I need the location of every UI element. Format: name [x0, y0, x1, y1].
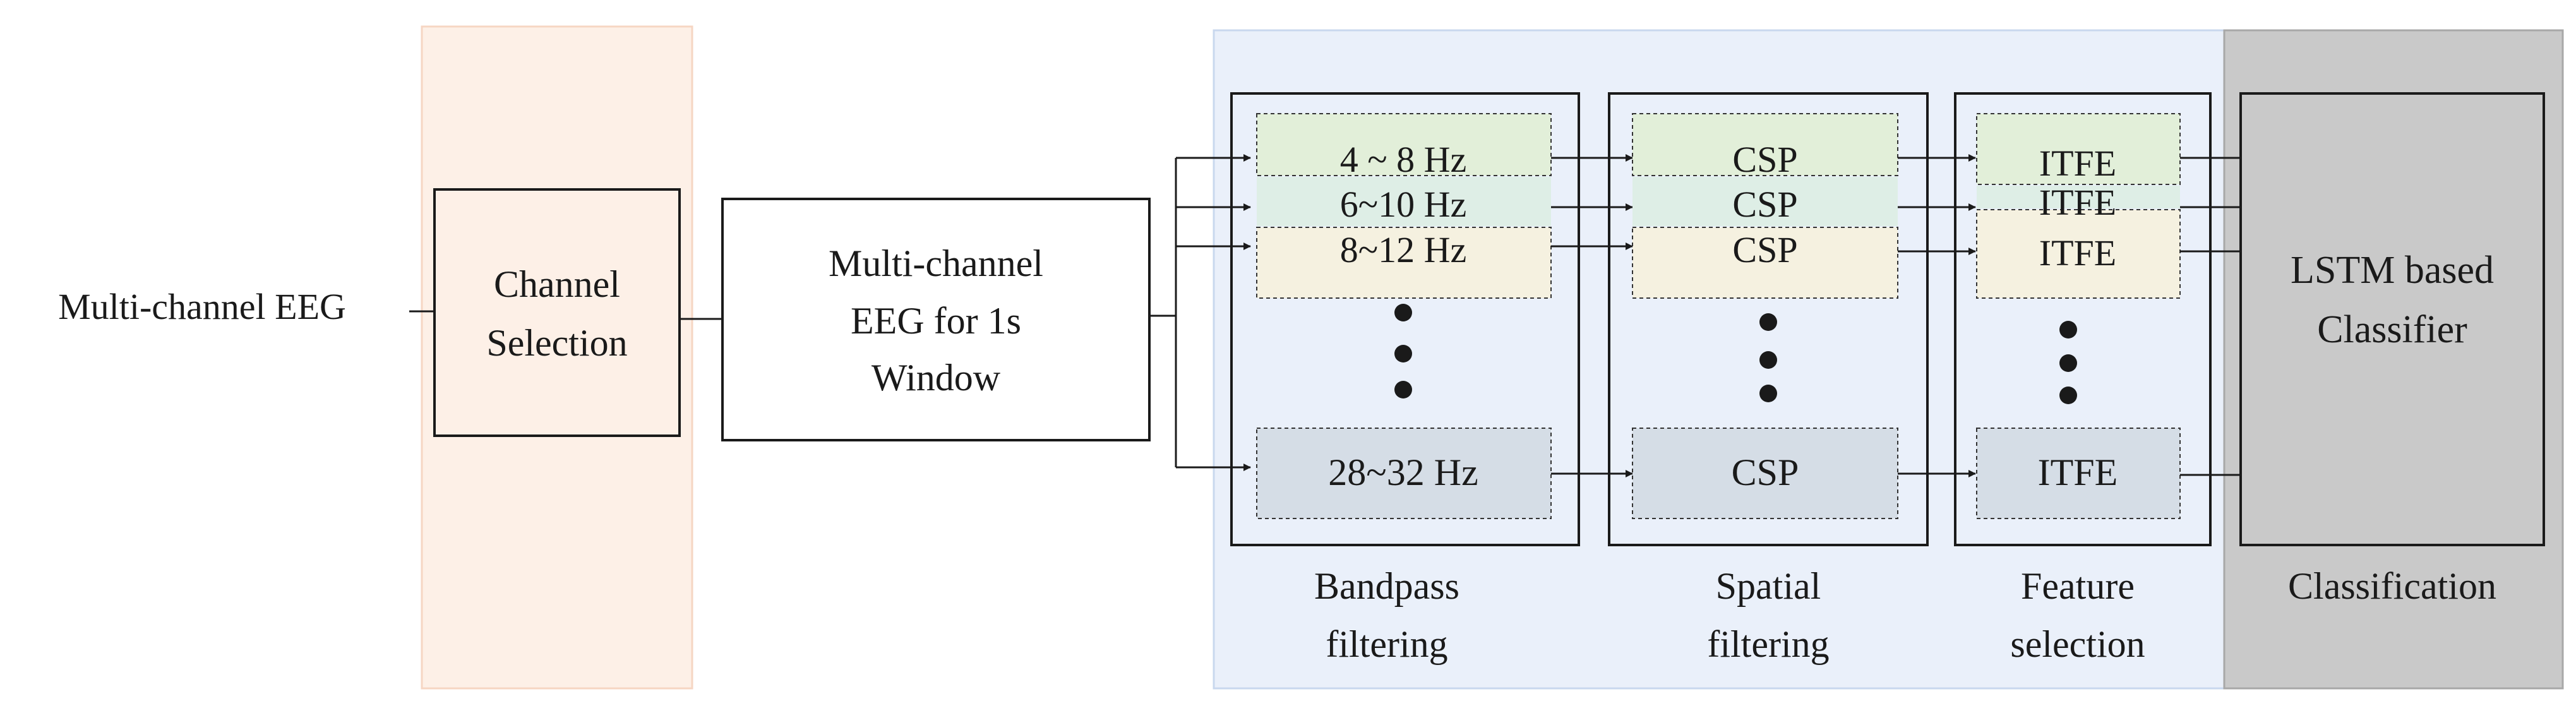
channel-selection-block: Channel Selection — [433, 188, 681, 437]
band-6-10-bg — [1257, 177, 1551, 226]
arrows-spatial-to-feature — [1898, 154, 1976, 477]
spatial-column: CSP CSP CSP CSP Spatial filtering — [1608, 92, 1929, 665]
spatial-caption-1: Spatial — [1716, 565, 1821, 607]
itfe-label-3: ITFE — [2039, 232, 2116, 273]
window-block: Multi-channel EEG for 1s Window — [721, 198, 1151, 441]
feature-caption-1: Feature — [2021, 565, 2135, 607]
window-line2: EEG for 1s — [851, 300, 1021, 342]
itfe-label-2: ITFE — [2039, 182, 2116, 223]
bandpass-caption-2: filtering — [1326, 623, 1447, 665]
feature-column: ITFE ITFE ITFE ITFE Feature selection — [1954, 92, 2212, 665]
band-label-last: 28~32 Hz — [1328, 452, 1478, 493]
itfe-label-1: ITFE — [2039, 143, 2116, 184]
itfe-label-last: ITFE — [2038, 452, 2118, 493]
csp-label-last: CSP — [1732, 452, 1799, 493]
band-label-3: 8~12 Hz — [1340, 229, 1467, 270]
channel-selection-line1: Channel — [494, 263, 620, 305]
band-label-2: 6~10 Hz — [1340, 184, 1467, 225]
band-4-8-bg — [1256, 113, 1552, 176]
splitter — [1149, 154, 1251, 471]
window-line3: Window — [872, 357, 1001, 398]
ellipsis-dot — [1394, 381, 1412, 398]
feature-caption-2: selection — [2010, 623, 2145, 665]
csp-label-1: CSP — [1732, 139, 1797, 180]
ellipsis-dot — [1394, 345, 1412, 362]
ellipsis-dot — [1759, 385, 1777, 402]
ellipsis-dot — [1759, 351, 1777, 369]
ellipsis-dot — [2059, 386, 2077, 404]
classifier-line2: Classifier — [2317, 308, 2467, 351]
channel-selection-line2: Selection — [486, 322, 627, 364]
arrows-bandpass-to-spatial — [1551, 154, 1633, 477]
csp-label-2: CSP — [1732, 184, 1797, 225]
band-8-12-bg — [1256, 227, 1552, 299]
classification-caption: Classification — [2288, 565, 2496, 607]
ellipsis-dot — [2059, 321, 2077, 339]
classifier-block: LSTM based Classifier Classification — [2239, 92, 2545, 607]
ellipsis-dot — [2059, 354, 2077, 372]
bandpass-column: 4 ~ 8 Hz 6~10 Hz 8~12 Hz 28~32 Hz Bandpa… — [1230, 92, 1580, 665]
ellipsis-dot — [1759, 313, 1777, 331]
window-line1: Multi-channel — [829, 243, 1043, 284]
classifier-line1: LSTM based — [2291, 249, 2494, 292]
input-label: Multi-channel EEG — [58, 286, 346, 327]
csp-label-3: CSP — [1732, 229, 1797, 270]
band-28-32-bg — [1256, 428, 1552, 519]
band-label-1: 4 ~ 8 Hz — [1340, 139, 1467, 180]
spatial-caption-2: filtering — [1707, 623, 1829, 665]
bandpass-caption-1: Bandpass — [1314, 565, 1459, 607]
ellipsis-dot — [1394, 304, 1412, 321]
